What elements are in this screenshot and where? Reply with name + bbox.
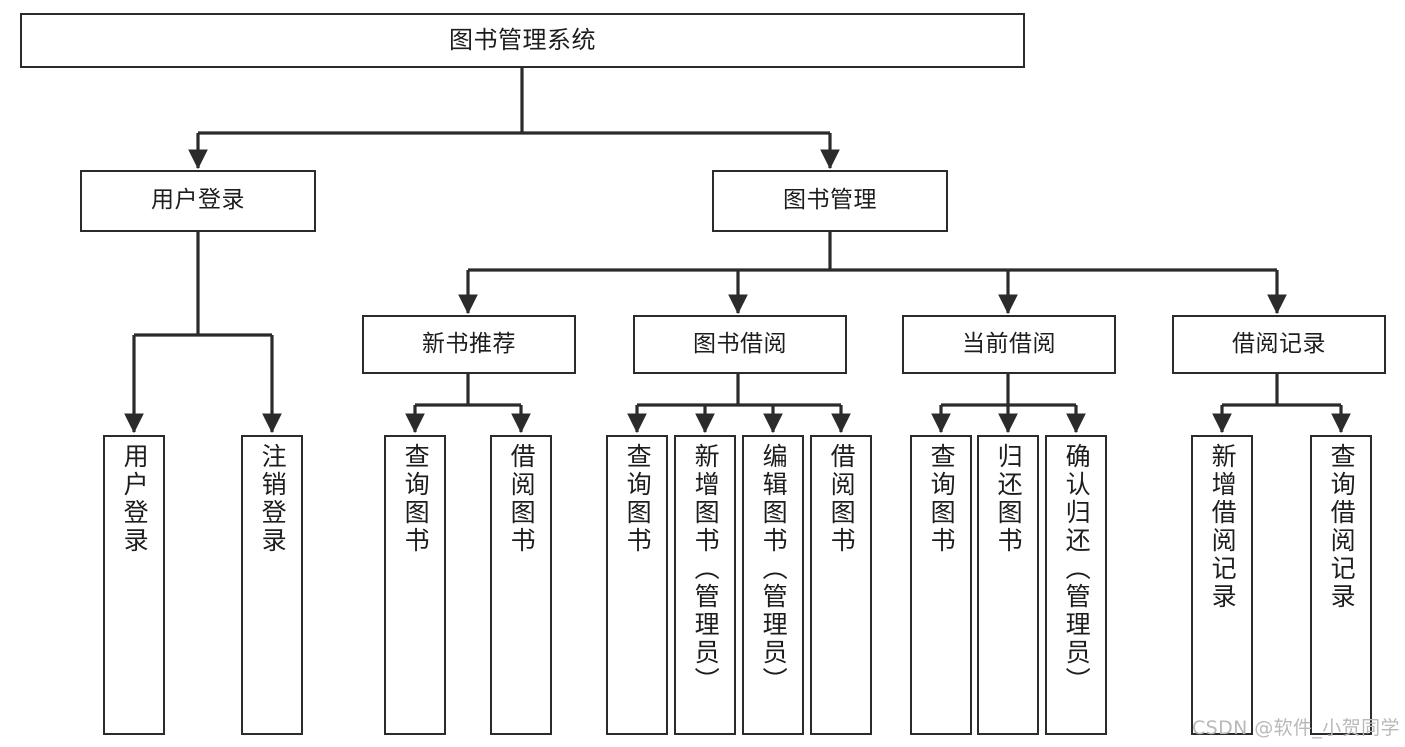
csdn-watermark: CSDN @软件_小贺同学 [1192, 717, 1400, 739]
node-label: 归还图书 [994, 443, 1024, 555]
node-label: 借阅图书 [827, 443, 857, 555]
node-book-management[interactable]: 图书管理 [712, 170, 948, 232]
leaf-user-login[interactable]: 用户登录 [103, 435, 165, 735]
node-label: 查询借阅记录 [1327, 443, 1357, 611]
node-label: 图书管理系统 [449, 26, 596, 55]
node-label: 借阅记录 [1232, 330, 1326, 357]
node-label: 借阅图书 [507, 443, 537, 555]
node-label: 查询图书 [927, 443, 957, 555]
leaf-query-book-recommend[interactable]: 查询图书 [384, 435, 446, 735]
leaf-add-book-admin[interactable]: 新增图书（管理员） [674, 435, 736, 735]
node-label: 图书借阅 [693, 330, 787, 357]
leaf-query-borrow-record[interactable]: 查询借阅记录 [1310, 435, 1372, 735]
node-label: 图书管理 [783, 187, 877, 214]
node-label: 新增图书（管理员） [691, 443, 721, 695]
leaf-query-book-current[interactable]: 查询图书 [910, 435, 972, 735]
node-label: 用户登录 [151, 187, 245, 214]
node-book-borrow[interactable]: 图书借阅 [633, 315, 847, 374]
leaf-confirm-return-admin[interactable]: 确认归还（管理员） [1045, 435, 1107, 735]
leaf-logout-login[interactable]: 注销登录 [241, 435, 303, 735]
node-label: 用户登录 [120, 443, 150, 555]
node-new-book-recommend[interactable]: 新书推荐 [362, 315, 576, 374]
node-label: 新书推荐 [422, 330, 516, 357]
node-label: 注销登录 [258, 443, 288, 555]
leaf-return-book[interactable]: 归还图书 [977, 435, 1039, 735]
node-root-system[interactable]: 图书管理系统 [20, 13, 1025, 68]
node-label: 当前借阅 [962, 330, 1056, 357]
node-label: 编辑图书（管理员） [759, 443, 789, 695]
leaf-borrow-book-recommend[interactable]: 借阅图书 [490, 435, 552, 735]
node-user-login[interactable]: 用户登录 [80, 170, 316, 232]
node-label: 确认归还（管理员） [1062, 443, 1092, 695]
leaf-query-book-borrow[interactable]: 查询图书 [606, 435, 668, 735]
node-borrow-record[interactable]: 借阅记录 [1172, 315, 1386, 374]
node-label: 新增借阅记录 [1208, 443, 1238, 611]
leaf-edit-book-admin[interactable]: 编辑图书（管理员） [742, 435, 804, 735]
node-label: 查询图书 [623, 443, 653, 555]
leaf-add-borrow-record[interactable]: 新增借阅记录 [1191, 435, 1253, 735]
node-label: 查询图书 [401, 443, 431, 555]
node-current-borrow[interactable]: 当前借阅 [902, 315, 1116, 374]
leaf-borrow-book[interactable]: 借阅图书 [810, 435, 872, 735]
